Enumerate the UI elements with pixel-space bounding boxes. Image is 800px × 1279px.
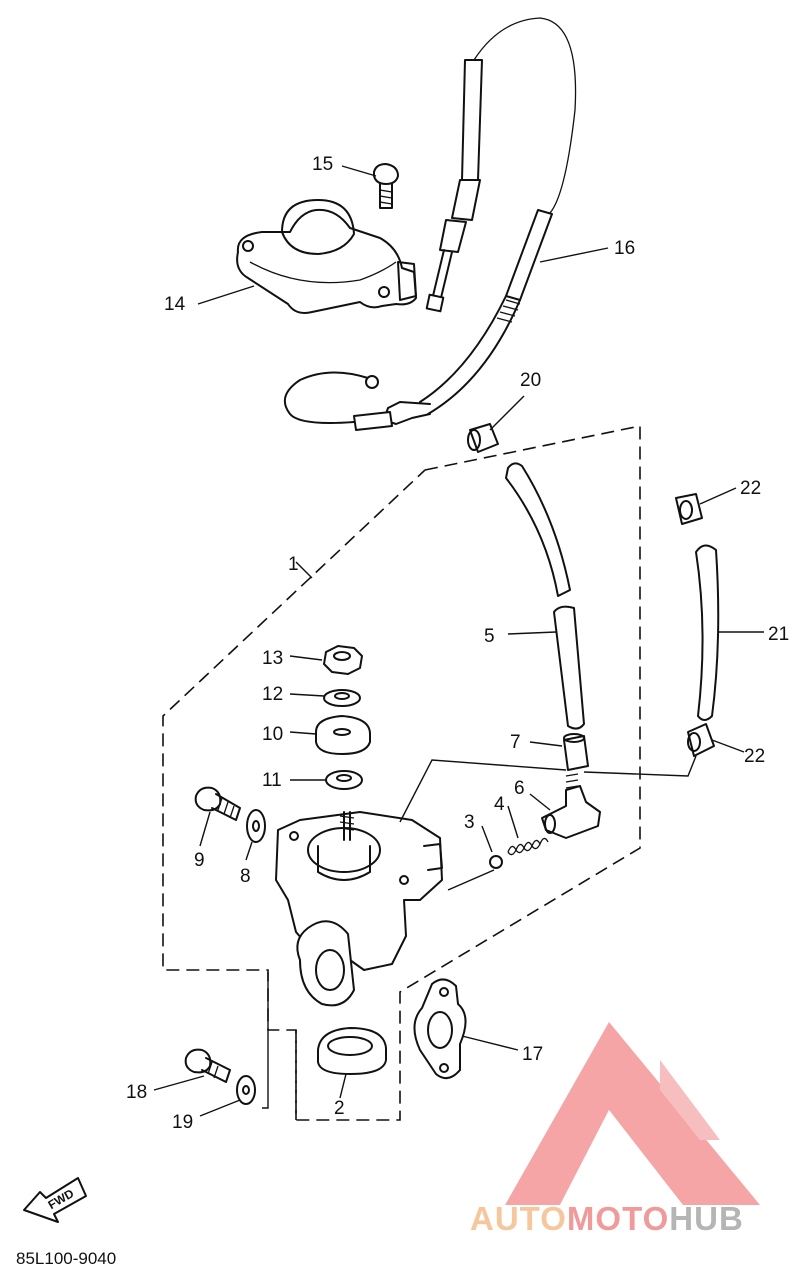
label-7: 7 bbox=[510, 732, 521, 753]
label-16: 16 bbox=[614, 238, 635, 259]
bolt-18 bbox=[184, 1048, 231, 1083]
fwd-arrow-icon: FWD bbox=[23, 1177, 87, 1223]
hose-upper bbox=[505, 462, 571, 597]
label-14: 14 bbox=[164, 294, 186, 315]
label-1: 1 bbox=[288, 554, 299, 575]
svg-text:AUTOMOTOHUB: AUTOMOTOHUB bbox=[470, 1200, 744, 1237]
label-12: 12 bbox=[262, 684, 283, 705]
label-20: 20 bbox=[520, 370, 541, 391]
part-labels: 15 14 16 20 22 1 5 21 13 12 10 7 22 11 6… bbox=[126, 154, 789, 1133]
label-17: 17 bbox=[522, 1044, 543, 1065]
hose-21 bbox=[695, 544, 720, 721]
label-15: 15 bbox=[312, 154, 333, 175]
label-19: 19 bbox=[172, 1112, 193, 1133]
watermark-hub: HUB bbox=[669, 1200, 744, 1237]
label-6: 6 bbox=[514, 778, 525, 799]
hose-clip-20 bbox=[467, 423, 499, 453]
label-21: 21 bbox=[768, 624, 789, 645]
drawing-code: 85L100-9040 bbox=[16, 1249, 116, 1268]
washer-19 bbox=[236, 1075, 256, 1105]
hose-5 bbox=[553, 605, 585, 730]
gasket bbox=[413, 978, 467, 1080]
spring bbox=[507, 837, 549, 856]
washer-10 bbox=[315, 715, 371, 755]
route-line bbox=[583, 755, 697, 777]
bolt-9 bbox=[194, 786, 241, 821]
label-22-top: 22 bbox=[740, 478, 761, 499]
label-13: 13 bbox=[262, 648, 283, 669]
label-11: 11 bbox=[262, 770, 282, 791]
watermark-moto: MOTO bbox=[567, 1200, 669, 1237]
label-8: 8 bbox=[240, 866, 251, 887]
washer-8 bbox=[246, 809, 266, 843]
assembly-outline bbox=[162, 425, 641, 1121]
leader-lines bbox=[153, 165, 764, 1117]
label-4: 4 bbox=[494, 794, 505, 815]
watermark-auto: AUTO bbox=[470, 1200, 567, 1237]
label-5: 5 bbox=[484, 626, 495, 647]
label-2: 2 bbox=[334, 1098, 345, 1119]
screw bbox=[373, 163, 399, 209]
label-22-bottom: 22 bbox=[744, 746, 765, 767]
label-18: 18 bbox=[126, 1082, 147, 1103]
watermark-logo-icon bbox=[505, 1022, 760, 1205]
control-cable bbox=[283, 17, 577, 431]
hose-clip-22-top bbox=[675, 493, 703, 525]
pump-cover bbox=[236, 199, 417, 314]
joint-7 bbox=[563, 733, 589, 771]
pump-body bbox=[275, 811, 443, 1007]
label-3: 3 bbox=[464, 812, 475, 833]
lock-washer bbox=[323, 689, 361, 707]
washer-11 bbox=[325, 770, 363, 790]
label-10: 10 bbox=[262, 724, 283, 745]
label-9: 9 bbox=[194, 850, 205, 871]
oil-seal bbox=[317, 1027, 387, 1075]
hose-clip-22-bottom bbox=[687, 723, 715, 757]
check-ball bbox=[489, 855, 503, 869]
nut bbox=[323, 645, 363, 675]
watermark-text: AUTOMOTOHUB bbox=[470, 1200, 744, 1237]
elbow-fitting bbox=[541, 773, 601, 839]
